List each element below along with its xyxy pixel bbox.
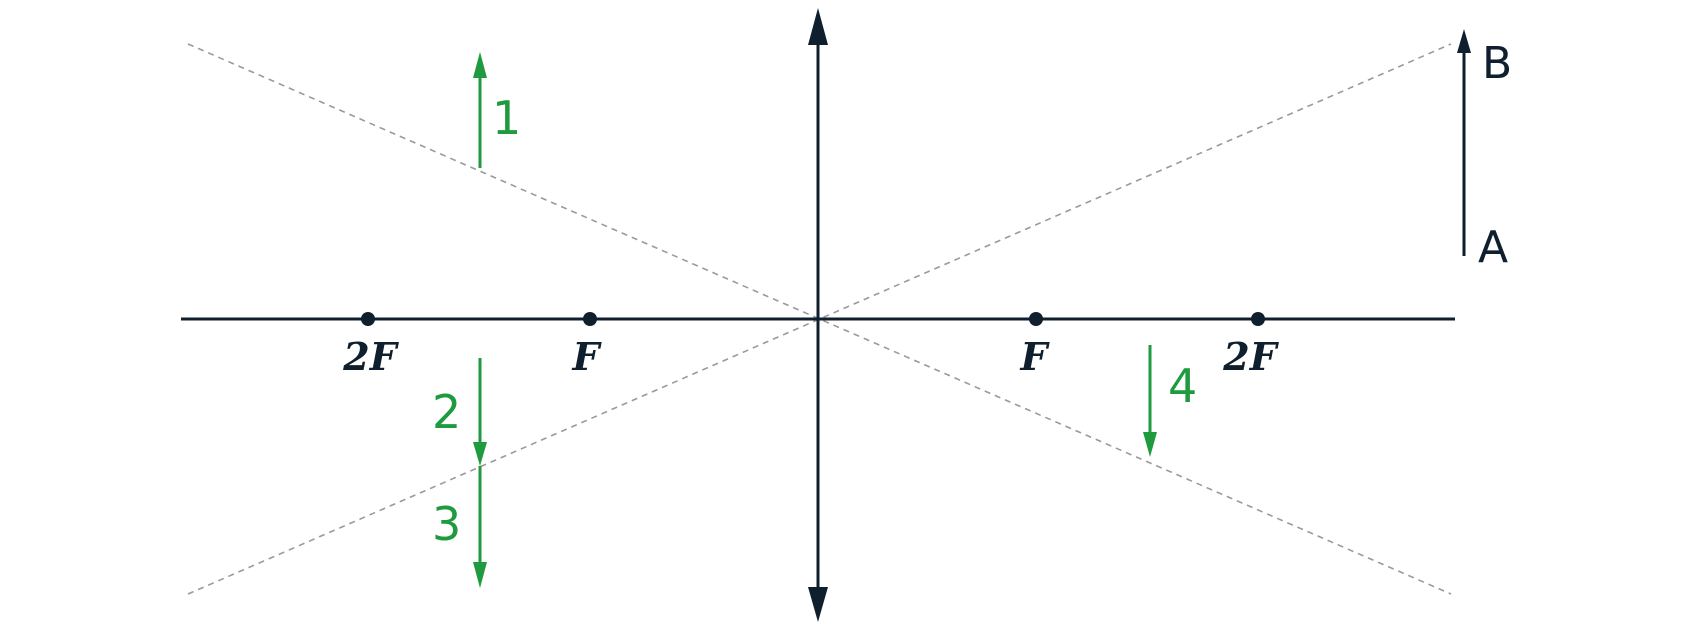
candidate-label-1: 1 <box>492 91 521 145</box>
object-label-a: A <box>1478 222 1508 273</box>
candidate-arrows: 1 2 3 4 <box>432 52 1197 588</box>
label-right-f: F <box>1020 334 1051 379</box>
lens-top-arrowhead <box>808 8 828 45</box>
point-left-2f <box>361 312 375 326</box>
candidate-arrow-4: 4 <box>1143 345 1197 457</box>
lens-bottom-arrowhead <box>808 587 828 622</box>
point-right-2f <box>1251 312 1265 326</box>
candidate-arrow-1: 1 <box>473 52 521 168</box>
candidate-label-3: 3 <box>432 497 461 551</box>
candidate-arrow-3-head <box>473 562 487 588</box>
label-right-2f: 2F <box>1222 334 1279 379</box>
candidate-arrow-4-head <box>1143 432 1157 457</box>
object-arrow-ab: B A <box>1457 29 1512 273</box>
object-label-b: B <box>1482 38 1512 89</box>
label-left-f: F <box>572 334 603 379</box>
candidate-label-4: 4 <box>1168 359 1197 413</box>
guide-ray-descending <box>187 43 1452 595</box>
guide-rays <box>187 43 1452 595</box>
candidate-arrow-1-head <box>473 52 487 78</box>
candidate-arrow-2-head <box>473 442 487 466</box>
converging-lens <box>808 8 828 622</box>
candidate-label-2: 2 <box>432 385 461 439</box>
focal-points <box>361 312 1265 326</box>
candidate-arrow-2: 2 <box>432 358 487 466</box>
label-left-2f: 2F <box>342 334 399 379</box>
point-left-f <box>583 312 597 326</box>
object-arrowhead <box>1457 29 1471 53</box>
candidate-arrow-3: 3 <box>432 466 487 588</box>
guide-ray-ascending <box>187 43 1452 595</box>
point-right-f <box>1029 312 1043 326</box>
focal-labels: 2F F F 2F <box>342 334 1279 379</box>
